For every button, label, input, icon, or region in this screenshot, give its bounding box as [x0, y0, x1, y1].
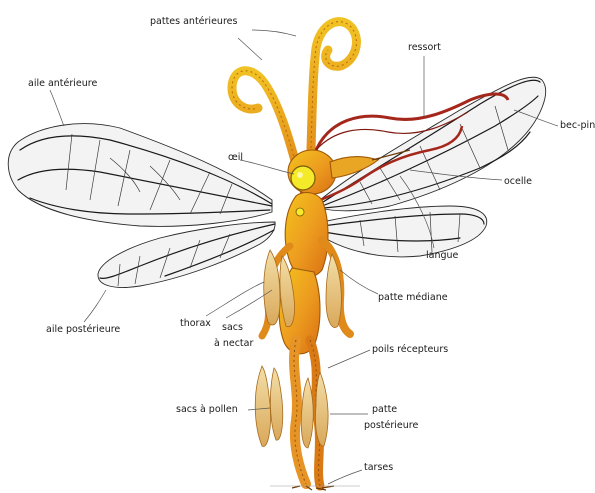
- label-poils-recepteurs: poils récepteurs: [372, 344, 448, 355]
- label-patte-posterieure-line2: postérieure: [364, 420, 418, 431]
- leader-aile-anterieure: [50, 90, 64, 126]
- left-hindwing: [98, 222, 275, 288]
- label-tarses: tarses: [364, 462, 393, 473]
- label-thorax: thorax: [180, 318, 211, 329]
- front-legs-antennae: [232, 22, 356, 180]
- leader-poils-recepteurs: [328, 350, 370, 368]
- left-forewing: [8, 124, 272, 227]
- label-patte-posterieure-line1: patte: [372, 404, 397, 415]
- label-pattes-anterieures: pattes antérieures: [150, 16, 237, 27]
- label-bec-pince: bec-pince: [560, 120, 595, 131]
- leader-oeil: [240, 160, 294, 174]
- leader-patte-mediane: [340, 270, 378, 294]
- leader-thorax: [206, 282, 264, 316]
- label-patte-mediane: patte médiane: [378, 292, 448, 303]
- ocelle-spot: [296, 208, 304, 216]
- label-ocelle: ocelle: [504, 176, 532, 187]
- eye-oeil: [291, 166, 315, 190]
- leader-pattes-anterieures-2: [238, 38, 262, 60]
- right-hindwing: [322, 206, 487, 257]
- leader-aile-posterieure: [84, 290, 106, 322]
- leader-tarses: [328, 470, 362, 484]
- label-oeil: œil: [228, 152, 243, 163]
- leader-pattes-anterieures: [252, 30, 296, 36]
- label-sacs-nectar-line2: à nectar: [214, 338, 253, 349]
- label-aile-posterieure: aile postérieure: [46, 324, 120, 335]
- label-sacs-pollen: sacs à pollen: [176, 404, 238, 415]
- right-forewing: [320, 77, 546, 211]
- label-langue: langue: [426, 250, 459, 261]
- label-sacs-nectar-line1: sacs: [222, 322, 243, 333]
- label-aile-anterieure: aile antérieure: [28, 78, 97, 89]
- label-ressort: ressort: [408, 42, 441, 53]
